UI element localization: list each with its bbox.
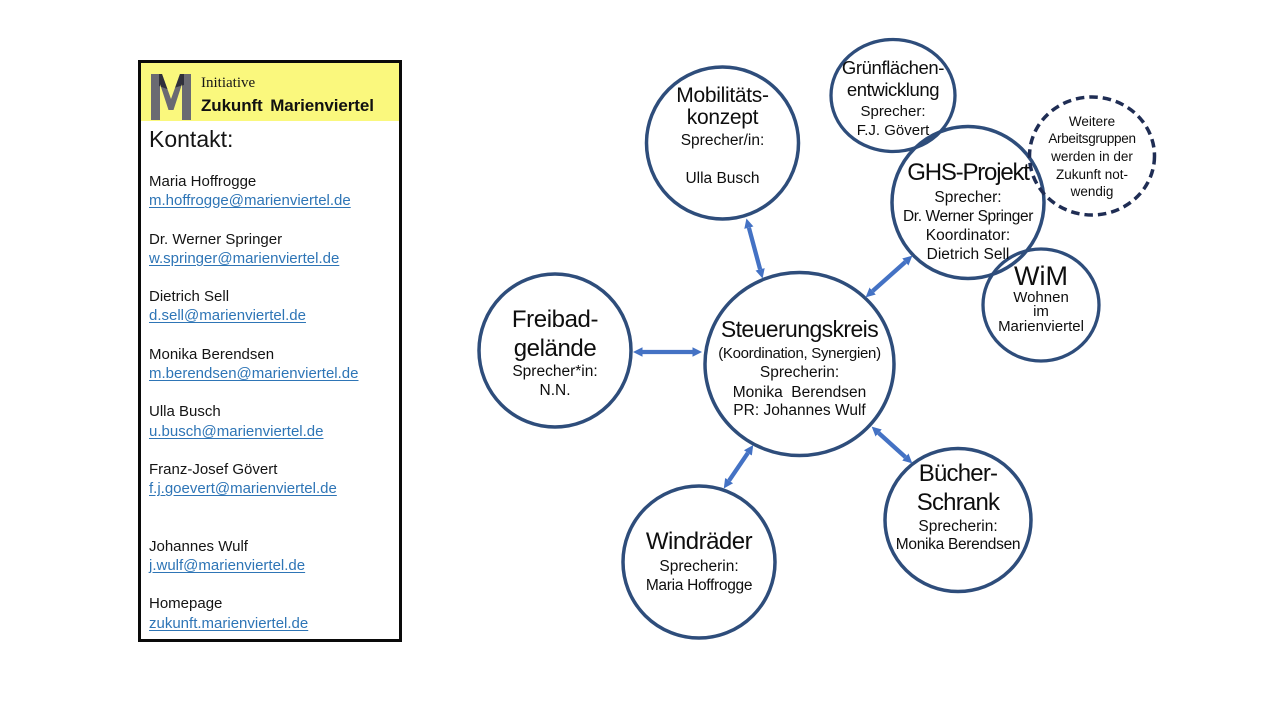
node-steuerungskreis: Steuerungskreis (Koordination, Synergien… — [705, 273, 894, 421]
logo-header: Initiative Zukunft Marienviertel — [141, 63, 399, 121]
node-windraeder: Windräder Sprecherin: Maria Hoffrogge — [623, 486, 775, 595]
node-line: Monika Berendsen — [732, 383, 867, 401]
node-title: entwicklung — [846, 78, 940, 100]
arrow-steuerung-buecherschrank — [871, 426, 913, 464]
contact-email-link[interactable]: w.springer@marienviertel.de — [149, 249, 340, 267]
node-line: Monika Berendsen — [895, 535, 1021, 553]
node-line: Ulla Busch — [685, 169, 760, 187]
node-line: Sprecherin: — [918, 517, 998, 535]
node-title: gelände — [513, 335, 597, 362]
node-mobilitaetskonzept: Mobilitäts- konzept Sprecher/in: Ulla Bu… — [647, 67, 799, 188]
node-line: F.J. Gövert — [856, 122, 930, 139]
node-line: Wohnen — [1013, 288, 1069, 306]
circle-freibadgelaende — [477, 272, 633, 429]
node-title: Bücher- — [918, 459, 998, 487]
circle-buecherschrank — [883, 446, 1033, 594]
contact-entry: Johannes Wulf j.wulf@marienviertel.de — [149, 518, 397, 576]
arrow-steuerung-mobilitaet — [744, 218, 765, 279]
circle-steuerungskreis — [703, 270, 896, 458]
circle-windraeder — [621, 484, 777, 640]
node-line — [647, 150, 799, 169]
node-freibadgelaende: Freibad- gelände Sprecher*in: N.N. — [479, 274, 631, 400]
contact-email-link[interactable]: u.busch@marienviertel.de — [149, 422, 324, 440]
contact-email-link[interactable]: j.wulf@marienviertel.de — [149, 556, 306, 574]
node-line: Sprecher: — [860, 103, 926, 120]
circle-gruenflaechenentwicklung — [829, 37, 957, 154]
node-line: (Koordination, Synergien) — [718, 345, 881, 363]
node-line: Arbeitsgruppen — [1048, 131, 1136, 147]
node-gruenflaechenentwicklung: Grünflächen- entwicklung Sprecher: F.J. … — [831, 40, 955, 141]
circle-ghs-projekt — [890, 124, 1046, 281]
node-line: Maria Hoffrogge — [645, 577, 753, 595]
contact-entry: Ulla Busch u.busch@marienviertel.de — [149, 402, 397, 440]
node-title: Steuerungskreis — [720, 316, 879, 343]
contact-entry: Franz-Josef Gövert f.j.goevert@marienvie… — [149, 460, 397, 498]
contact-entry: Dr. Werner Springer w.springer@marienvie… — [149, 230, 397, 268]
node-line: Sprecher/in: — [680, 131, 765, 149]
node-title: WiM — [1014, 260, 1068, 291]
contact-list: Kontakt: Maria Hoffrogge m.hoffrogge@mar… — [149, 125, 397, 652]
node-line: Sprecher: — [934, 188, 1002, 206]
contact-name: Dietrich Sell — [149, 288, 230, 306]
logo-initiative-text: Initiative — [201, 74, 256, 91]
contact-name: Dr. Werner Springer — [149, 230, 283, 248]
contact-email-link[interactable]: m.hoffrogge@marienviertel.de — [149, 192, 351, 210]
node-line: Sprecherin: — [659, 558, 739, 576]
contact-entry: Dietrich Sell d.sell@marienviertel.de — [149, 287, 397, 325]
contact-email-link[interactable]: m.berendsen@marienviertel.de — [149, 364, 359, 382]
node-title: Grünflächen- — [841, 57, 945, 78]
initiative-m-logo-icon — [151, 74, 191, 120]
node-line: Sprecherin: — [759, 364, 840, 382]
contact-entry: Maria Hoffrogge m.hoffrogge@marienvierte… — [149, 172, 397, 210]
arrow-steuerung-ghs — [865, 255, 913, 298]
node-line: N.N. — [539, 381, 571, 399]
contact-name: Maria Hoffrogge — [149, 173, 257, 190]
contact-email-link[interactable]: d.sell@marienviertel.de — [149, 307, 306, 325]
node-line: Zukunft not- — [1055, 166, 1129, 182]
node-line: Dietrich Sell — [926, 246, 1010, 264]
node-buecherschrank: Bücher- Schrank Sprecherin: Monika Beren… — [885, 449, 1031, 554]
contact-name: Ulla Busch — [149, 403, 221, 421]
node-title: Mobilitäts- — [676, 84, 769, 107]
logo-zukunft-marienviertel-text: Zukunft Marienviertel — [201, 95, 374, 115]
node-ghs-projekt: GHS-Projekt Sprecher: Dr. Werner Springe… — [892, 127, 1044, 265]
circle-weitere-arbeitsgruppen-dashed — [1027, 95, 1157, 217]
node-line: Dr. Werner Springer — [903, 207, 1033, 225]
contact-email-link[interactable]: f.j.goevert@marienviertel.de — [149, 480, 337, 498]
contact-name: Monika Berendsen — [149, 345, 275, 363]
contact-homepage-link[interactable]: zukunft.marienviertel.de — [149, 614, 309, 632]
node-line: werden in der — [1051, 149, 1133, 164]
node-title: Freibad- — [511, 306, 599, 333]
node-line: Marienviertel — [998, 317, 1084, 335]
node-title: GHS-Projekt — [907, 158, 1030, 186]
node-title: konzept — [686, 105, 759, 129]
node-wim: WiM Wohnen im Marienviertel — [983, 249, 1099, 334]
node-title: Windräder — [645, 528, 753, 556]
node-line: PR: Johannes Wulf — [733, 402, 866, 420]
node-line: Koordinator: — [925, 227, 1011, 245]
node-weitere-arbeitsgruppen: Weitere Arbeitsgruppen werden in der Zuk… — [1030, 97, 1155, 201]
contact-name: Johannes Wulf — [149, 537, 248, 555]
arrow-steuerung-windraeder — [723, 445, 754, 489]
contact-entry: Homepage zukunft.marienviertel.de — [149, 594, 397, 632]
node-title: Schrank — [916, 488, 1000, 516]
node-line: wendig — [1070, 184, 1114, 200]
contact-card: Initiative Zukunft Marienviertel Kontakt… — [138, 60, 402, 642]
node-line: Sprecher*in: — [512, 362, 598, 380]
circle-mobilitaetskonzept — [644, 65, 801, 221]
circle-wim — [981, 247, 1101, 363]
contact-name: Homepage — [149, 595, 223, 613]
contact-entry: Monika Berendsen m.berendsen@marienviert… — [149, 345, 397, 383]
contact-name: Franz-Josef Gövert — [149, 460, 278, 478]
node-line: Weitere — [1068, 113, 1116, 129]
contact-heading: Kontakt: — [149, 126, 234, 152]
node-line: im — [1033, 303, 1049, 321]
